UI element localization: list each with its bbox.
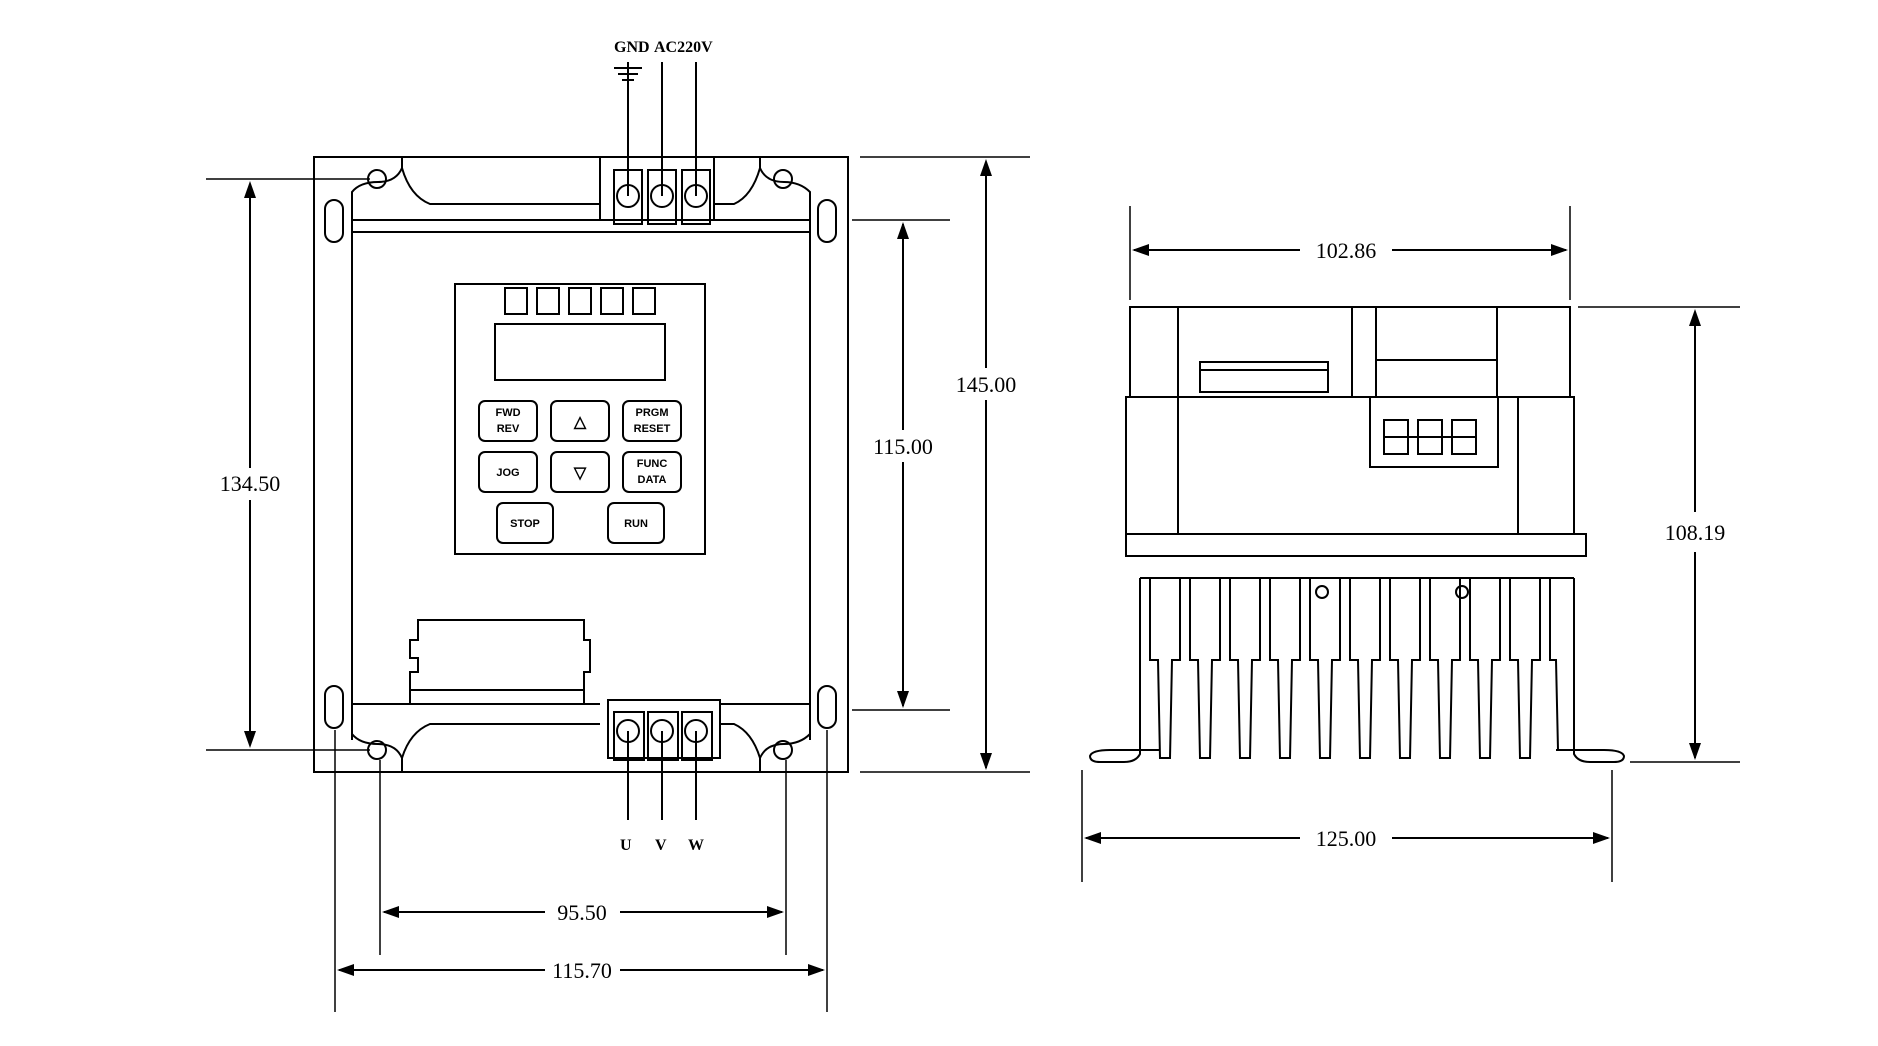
dim-134-50-label: 134.50 [220, 471, 281, 496]
down-key [550, 451, 610, 493]
mounting-slot-tl [324, 199, 344, 243]
prgm-key-label: PRGM [636, 407, 669, 419]
data-key-label: DATA [638, 474, 667, 486]
dim-side-total-width: 125.00 [1081, 770, 1613, 882]
led-indicator [568, 287, 592, 315]
dim-108-19-label: 108.19 [1665, 520, 1726, 545]
rev-key-label: REV [497, 423, 520, 435]
side-base-plate [1125, 533, 1587, 557]
front-view: GND AC220V U V W [206, 39, 1030, 1012]
dim-front-hole-height: 134.50 [206, 178, 370, 751]
prgm-reset-key [622, 400, 682, 442]
u-label: U [620, 837, 632, 854]
func-key-label: FUNC [637, 458, 668, 470]
led-indicator [536, 287, 560, 315]
side-top-housing [1129, 306, 1571, 398]
dim-side-top-width: 102.86 [1129, 206, 1571, 300]
dim-95-50-label: 95.50 [557, 900, 607, 925]
input-terminal-block [599, 62, 715, 225]
mounting-hole-tl [367, 169, 387, 189]
side-view: 102.86 108.19 125.00 [1081, 206, 1740, 882]
run-key-label: RUN [624, 518, 648, 530]
down-arrow-icon: ▽ [573, 465, 587, 482]
fwd-key-label: FWD [495, 407, 520, 419]
side-terminal-block [1369, 396, 1499, 468]
dim-front-total-width: 115.70 [334, 730, 828, 1012]
heatsink-screw [1315, 585, 1329, 599]
mounting-hole-br [773, 740, 793, 760]
mounting-slot-br [817, 685, 837, 729]
up-key [550, 400, 610, 442]
output-terminal-block [607, 699, 721, 820]
fwd-rev-key [478, 400, 538, 442]
dim-115-00-label: 115.00 [873, 434, 933, 459]
dim-115-70-label: 115.70 [552, 958, 612, 983]
dim-102-86-label: 102.86 [1316, 238, 1377, 263]
up-arrow-icon: △ [573, 414, 587, 431]
heatsink-screw [1455, 585, 1469, 599]
jog-key [478, 451, 538, 493]
func-data-key [622, 451, 682, 493]
dim-145-00-label: 145.00 [956, 372, 1017, 397]
gnd-label: GND [614, 39, 650, 56]
dim-125-00-label: 125.00 [1316, 826, 1377, 851]
jog-key-label: JOG [496, 467, 519, 479]
stop-key [496, 502, 554, 544]
dim-front-total-height: 145.00 [860, 156, 1030, 773]
heatsink [1088, 577, 1626, 763]
led-indicator [504, 287, 528, 315]
ac220v-label: AC220V [654, 39, 713, 56]
run-key [607, 502, 665, 544]
side-lower-housing [1125, 396, 1575, 535]
dim-front-hole-width: 95.50 [379, 760, 787, 955]
led-indicator [600, 287, 624, 315]
reset-key-label: RESET [634, 423, 671, 435]
v-label: V [655, 837, 667, 854]
led-display [494, 323, 666, 381]
keypad-panel: FWD REV △ PRGM RESET JOG ▽ FUNC DATA STO… [454, 283, 706, 555]
front-outer-frame [313, 156, 849, 773]
dim-side-height: 108.19 [1578, 306, 1740, 763]
mounting-slot-tr [817, 199, 837, 243]
mounting-slot-bl [324, 685, 344, 729]
w-label: W [688, 837, 704, 854]
bottom-connector [409, 619, 591, 705]
dim-front-inner-height: 115.00 [852, 219, 950, 711]
mounting-hole-tr [773, 169, 793, 189]
stop-key-label: STOP [510, 518, 540, 530]
led-indicator [632, 287, 656, 315]
